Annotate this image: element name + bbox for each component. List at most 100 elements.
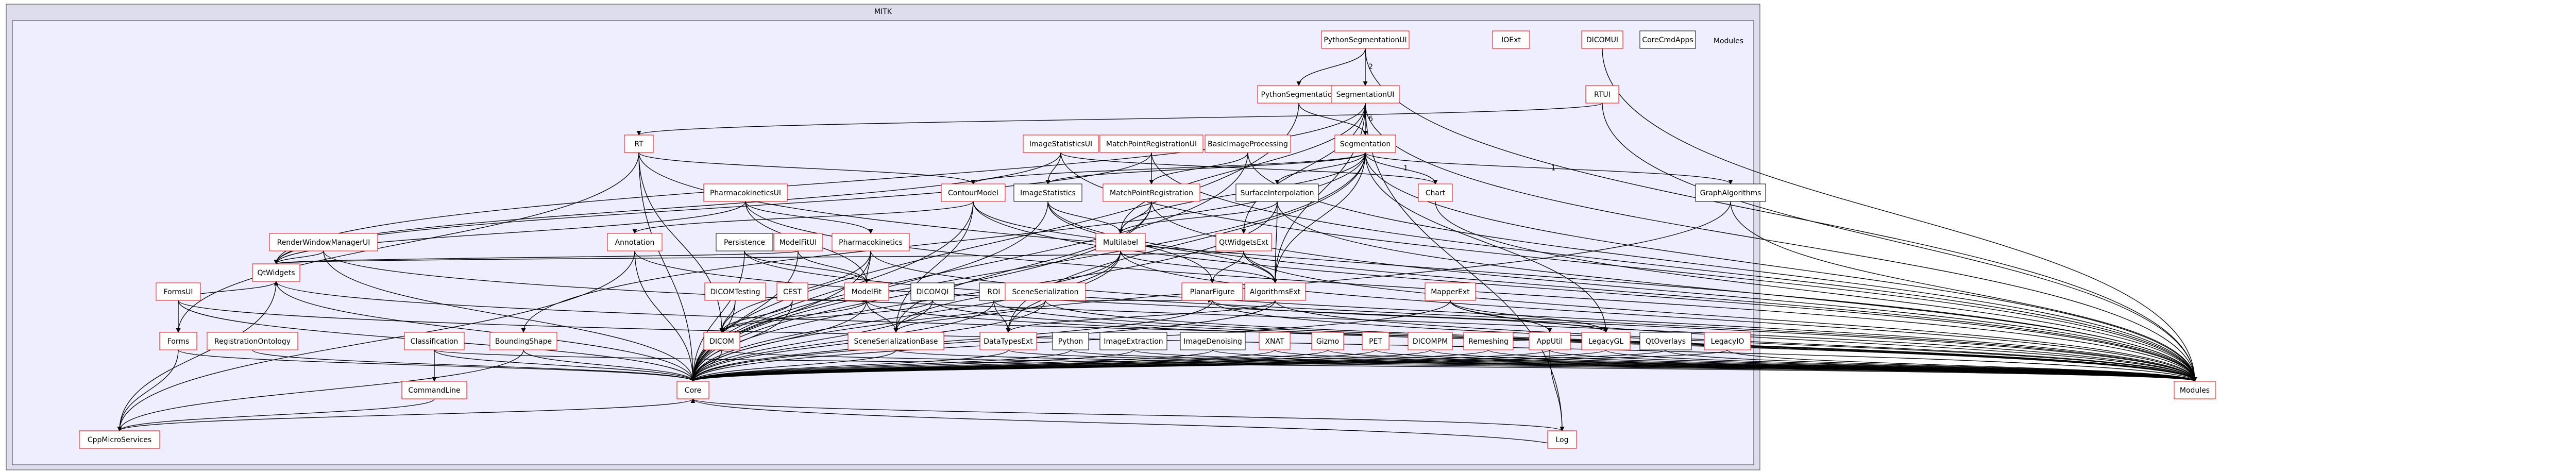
node-gizmo[interactable]: Gizmo	[1311, 332, 1344, 350]
edge-render-window-manager-ui-to-modules	[323, 250, 2197, 382]
node-algorithms-ext[interactable]: AlgorithmsExt	[1244, 282, 1306, 301]
node-segmentation-ui[interactable]: SegmentationUI	[1331, 85, 1400, 104]
node-forms[interactable]: Forms	[159, 332, 197, 350]
node-label: MatchPointRegistrationUI	[1106, 140, 1197, 148]
edge-persistence-to-model-fit	[744, 250, 869, 283]
edge-basic-image-processing-to-match-point-registration	[1149, 152, 1248, 184]
node-legacy-io[interactable]: LegacyIO	[1704, 332, 1751, 350]
node-scene-serialization[interactable]: SceneSerialization	[1005, 282, 1086, 301]
node-xnat[interactable]: XNAT	[1259, 332, 1291, 350]
node-persistence[interactable]: Persistence	[716, 233, 773, 251]
edge-forms-to-cpp-micro-services	[117, 349, 179, 431]
node-forms-ui[interactable]: FormsUI	[156, 282, 201, 301]
node-rt[interactable]: RT	[624, 134, 654, 153]
node-label: SceneSerializationBase	[854, 338, 938, 346]
node-io-ext[interactable]: IOExt	[1492, 30, 1530, 49]
node-multilabel[interactable]: Multilabel	[1095, 233, 1146, 251]
node-cest[interactable]: CEST	[776, 282, 808, 301]
edge-chart-to-modules	[1435, 201, 2197, 382]
edge-contour-model-to-modules	[973, 201, 2197, 382]
node-model-fit-ui[interactable]: ModelFitUI	[773, 233, 823, 251]
node-dicom[interactable]: DICOM	[703, 332, 740, 350]
node-box	[156, 282, 201, 301]
edge-image-statistics-ui-to-image-statistics	[1045, 152, 1061, 184]
node-roi[interactable]: ROI	[979, 282, 1009, 301]
edge-roi-to-data-types-ext	[993, 300, 1011, 333]
node-command-line[interactable]: CommandLine	[401, 381, 467, 399]
node-pharmacokinetics-ui[interactable]: PharmacokineticsUI	[703, 183, 788, 202]
edge-qt-widgets-ext-to-algorithms-ext	[1243, 250, 1278, 283]
node-box	[607, 233, 663, 251]
node-label: ImageExtraction	[1104, 338, 1163, 346]
edge-core-to-log	[692, 398, 1565, 431]
node-qt-overlays[interactable]: QtOverlays	[1639, 332, 1692, 350]
node-registration-ontology[interactable]: RegistrationOntology	[207, 332, 298, 350]
node-box	[1259, 332, 1291, 350]
edge-persistence-to-modules	[744, 250, 2197, 382]
node-mapper-ext[interactable]: MapperExt	[1425, 282, 1476, 301]
node-python-segmentation-ui[interactable]: PythonSegmentationUI	[1321, 30, 1410, 49]
node-app-util[interactable]: AppUtil	[1529, 332, 1571, 350]
node-box	[1311, 332, 1344, 350]
node-box	[941, 183, 1006, 202]
node-pharmacokinetics[interactable]: Pharmacokinetics	[832, 233, 910, 251]
node-chart[interactable]: Chart	[1418, 183, 1453, 202]
node-match-point-registration[interactable]: MatchPointRegistration	[1103, 183, 1200, 202]
node-box	[703, 332, 740, 350]
node-data-types-ext[interactable]: DataTypesExt	[979, 332, 1037, 350]
node-box	[848, 332, 944, 350]
node-cpp-micro-services[interactable]: CppMicroServices	[79, 430, 160, 449]
edge-qt-widgets-ext-to-modules	[1243, 250, 2197, 382]
node-graph-algorithms[interactable]: GraphAlgorithms	[1695, 183, 1766, 202]
node-contour-model[interactable]: ContourModel	[941, 183, 1006, 202]
node-bounding-shape[interactable]: BoundingShape	[489, 332, 557, 350]
node-python-segmentation[interactable]: PythonSegmentation	[1257, 85, 1341, 104]
node-image-statistics-ui[interactable]: ImageStatisticsUI	[1023, 134, 1099, 153]
node-box	[1639, 30, 1696, 49]
node-dicomqi[interactable]: DICOMQI	[910, 282, 955, 301]
node-core-cmd-apps[interactable]: CoreCmdApps	[1639, 30, 1696, 49]
edge-segmentation-to-contour-model	[971, 152, 1366, 184]
node-pet[interactable]: PET	[1362, 332, 1389, 350]
node-model-fit[interactable]: ModelFit	[844, 282, 889, 301]
node-legacy-gl[interactable]: LegacyGL	[1581, 332, 1631, 350]
node-modules[interactable]: Modules	[2174, 381, 2216, 399]
node-core[interactable]: Core	[676, 381, 709, 399]
node-box	[1205, 134, 1291, 153]
node-qt-widgets[interactable]: QtWidgets	[252, 263, 300, 282]
node-label: QtOverlays	[1646, 338, 1686, 346]
edge-legacy-io-to-core	[690, 349, 1728, 382]
node-render-window-manager-ui[interactable]: RenderWindowManagerUI	[269, 233, 378, 251]
node-dicomui[interactable]: DICOMUI	[1581, 30, 1623, 49]
edge-model-fit-to-dicom	[719, 300, 867, 333]
node-box	[910, 282, 955, 301]
node-dicompm[interactable]: DICOMPM	[1408, 332, 1453, 350]
node-dicom-testing[interactable]: DICOMTesting	[704, 282, 766, 301]
node-box	[1581, 332, 1631, 350]
node-image-extraction[interactable]: ImageExtraction	[1099, 332, 1167, 350]
node-match-point-registration-ui[interactable]: MatchPointRegistrationUI	[1099, 134, 1204, 153]
node-classification[interactable]: Classification	[404, 332, 465, 350]
edge-render-window-manager-ui-to-qt-widgets	[274, 250, 324, 264]
edge-segmentation-to-surface-interpolation	[1275, 152, 1366, 184]
node-image-denoising[interactable]: ImageDenoising	[1180, 332, 1246, 350]
node-rtui[interactable]: RTUI	[1585, 85, 1619, 104]
node-image-statistics[interactable]: ImageStatistics	[1013, 183, 1082, 202]
node-label: DICOMQI	[917, 288, 949, 296]
edge-planar-figure-to-modules	[1212, 300, 2197, 382]
edge-dicom-to-modules	[721, 349, 2197, 382]
node-qt-widgets-ext[interactable]: QtWidgetsExt	[1215, 233, 1272, 251]
edge-image-statistics-ui-to-chart	[1060, 152, 1438, 184]
node-annotation[interactable]: Annotation	[607, 233, 663, 251]
node-surface-interpolation[interactable]: SurfaceInterpolation	[1235, 183, 1319, 202]
node-label: Log	[1555, 436, 1568, 444]
node-segmentation[interactable]: Segmentation	[1334, 134, 1396, 153]
edge-segmentation-ui-to-qt-widgets	[274, 103, 1366, 264]
node-scene-serialization-base[interactable]: SceneSerializationBase	[848, 332, 944, 350]
node-remeshing[interactable]: Remeshing	[1463, 332, 1514, 350]
node-log[interactable]: Log	[1547, 430, 1577, 449]
node-python[interactable]: Python	[1052, 332, 1089, 350]
node-basic-image-processing[interactable]: BasicImageProcessing	[1205, 134, 1291, 153]
cluster-mitk-label: MITK	[874, 8, 892, 16]
node-planar-figure[interactable]: PlanarFigure	[1181, 282, 1243, 301]
